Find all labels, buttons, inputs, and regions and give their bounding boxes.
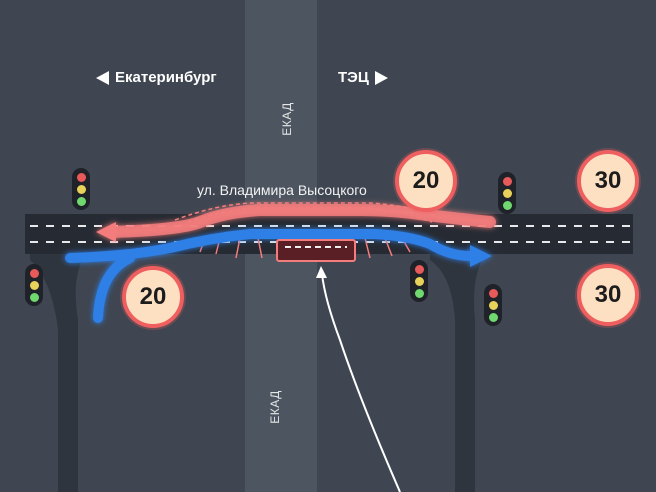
speed-limit-sign-left-bottom: 20	[122, 266, 184, 328]
traffic-light-icon	[484, 284, 502, 326]
right-ramp	[430, 248, 490, 492]
speed-limit-value: 20	[139, 283, 167, 310]
left-ramp	[30, 248, 90, 492]
traffic-light-icon	[25, 264, 43, 306]
work-zone-box	[276, 239, 356, 262]
arrow-right-icon	[374, 70, 388, 85]
ekad-label-bottom: ЕКАД	[267, 390, 282, 424]
street-label: ул. Владимира Высоцкого	[197, 182, 367, 198]
ekad-label-top: ЕКАД	[279, 102, 294, 136]
westbound-route	[96, 204, 496, 242]
eastbound-route	[65, 229, 492, 323]
speed-limit-sign-center-top: 20	[395, 150, 457, 212]
speed-limit-value: 30	[594, 167, 622, 194]
speed-limit-sign-right-top: 30	[577, 150, 639, 212]
traffic-light-icon	[410, 260, 428, 302]
eastbound-arrowhead	[470, 245, 492, 267]
direction-right: ТЭЦ	[338, 69, 388, 86]
direction-right-label: ТЭЦ	[338, 69, 369, 86]
traffic-light-icon	[498, 172, 516, 214]
direction-left-label: Екатеринбург	[115, 69, 217, 86]
direction-left: Екатеринбург	[96, 69, 217, 86]
speed-limit-value: 20	[412, 167, 440, 194]
eastbound-left-turn	[93, 253, 135, 323]
speed-limit-sign-right-bottom: 30	[577, 264, 639, 326]
speed-limit-value: 30	[594, 281, 622, 308]
arrow-left-icon	[96, 70, 109, 85]
traffic-light-icon	[72, 168, 90, 210]
northbound-turn-route	[321, 273, 401, 492]
westbound-arrowhead	[96, 222, 116, 242]
northbound-arrowhead	[316, 266, 327, 278]
